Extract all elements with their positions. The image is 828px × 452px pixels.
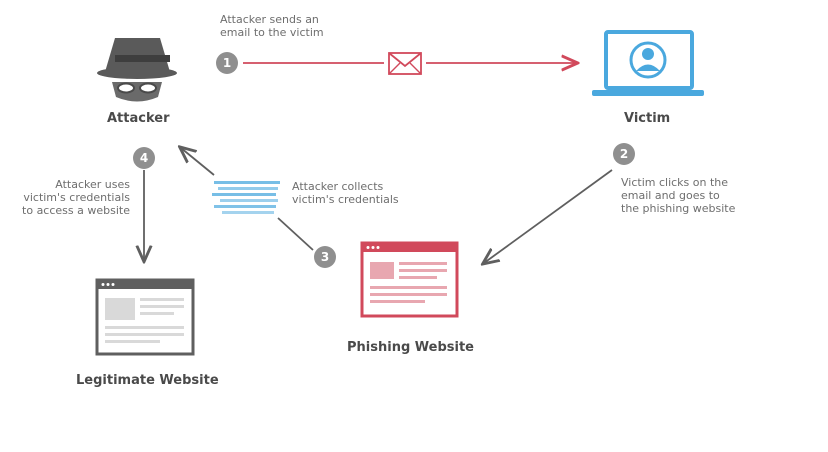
- step-2-arrow: [484, 169, 613, 263]
- phishing-website-label: Phishing Website: [347, 340, 474, 355]
- step-1-text: Attacker sends an email to the victim: [220, 13, 324, 39]
- step-3-badge: 3: [314, 246, 336, 268]
- step-4-badge: 4: [133, 147, 155, 169]
- step-2-badge: 2: [613, 143, 635, 165]
- spy-hat-icon: [97, 38, 177, 102]
- legitimate-website-label: Legitimate Website: [76, 373, 219, 388]
- step-3-text: Attacker collects victim's credentials: [292, 180, 399, 206]
- laptop-user-icon: [592, 30, 704, 96]
- attacker-label: Attacker: [107, 111, 170, 126]
- step-2-text: Victim clicks on the email and goes to t…: [621, 176, 736, 215]
- victim-label: Victim: [624, 111, 671, 126]
- legitimate-browser-icon: [95, 278, 195, 356]
- step-3-arrow: [181, 148, 314, 251]
- envelope-icon: [388, 52, 422, 75]
- step-1-badge: 1: [216, 52, 238, 74]
- phishing-browser-icon: [360, 241, 459, 318]
- step-4-text: Attacker uses victim's credentials to ac…: [22, 178, 130, 217]
- binary-data-icon: [212, 181, 280, 214]
